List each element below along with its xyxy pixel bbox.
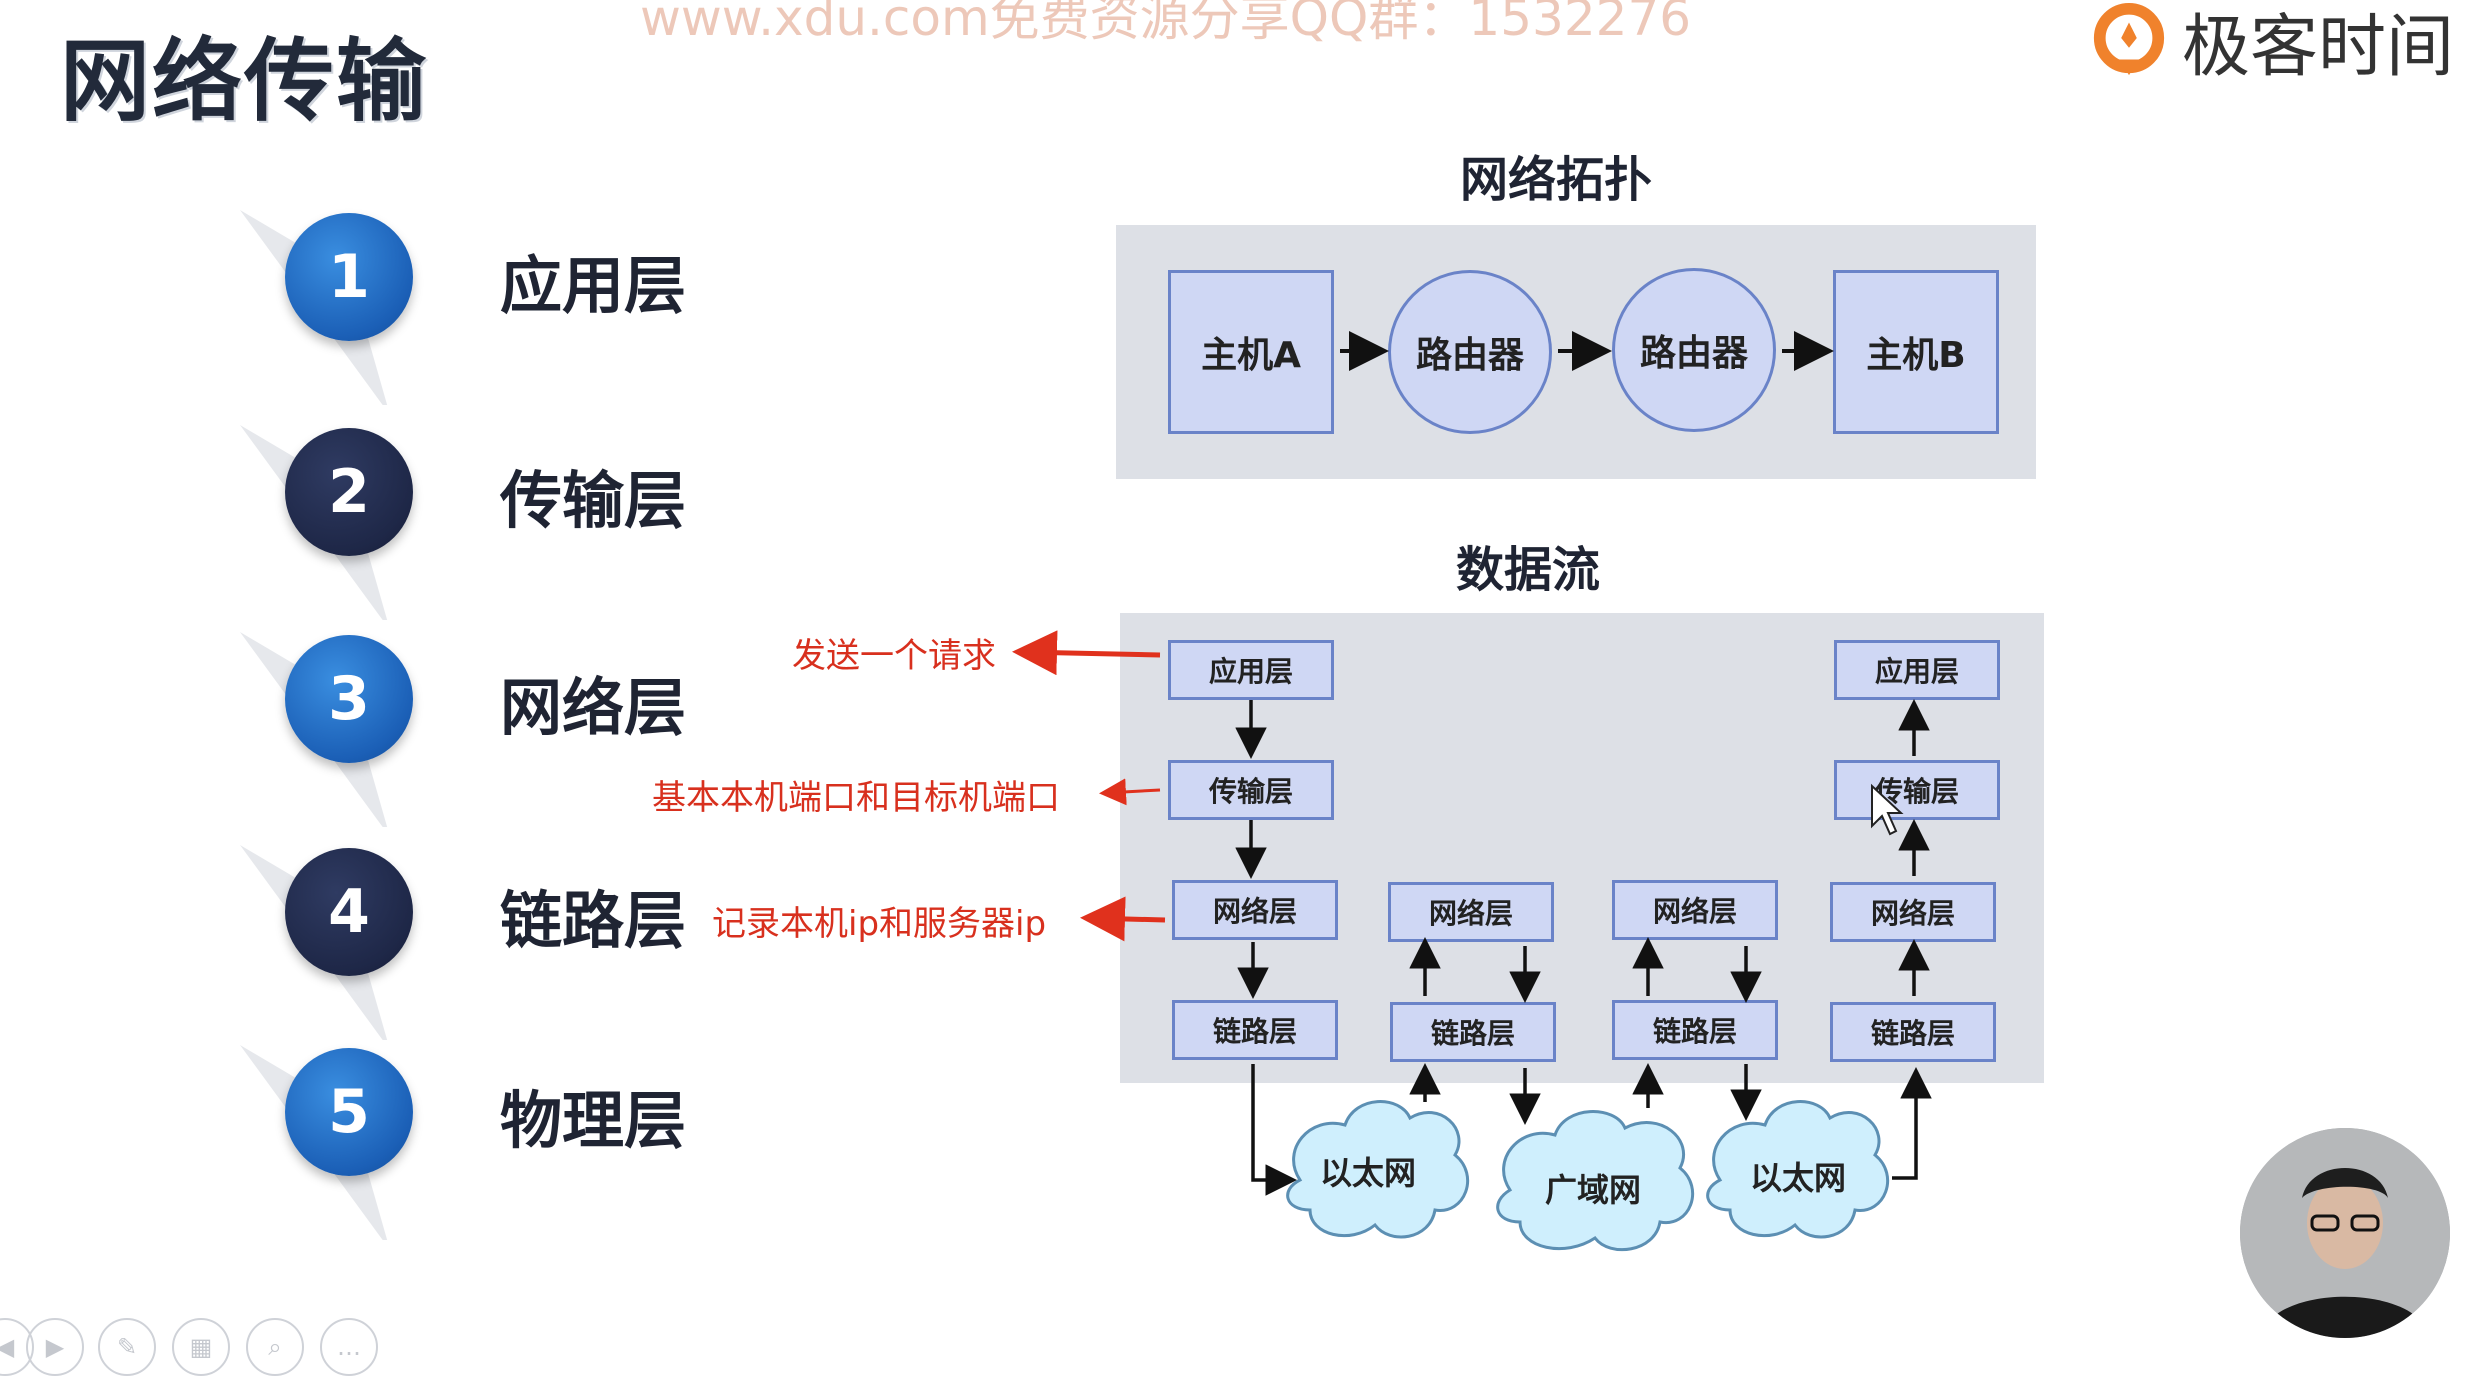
presenter-avatar-icon xyxy=(2240,1128,2450,1338)
wan-cloud-icon xyxy=(1496,1110,1695,1252)
layer-item-3: 3 网络层 xyxy=(230,627,830,827)
layer-number-badge: 2 xyxy=(285,428,413,556)
host-b-network-layer: 网络层 xyxy=(1830,882,1996,942)
layer-number-badge: 4 xyxy=(285,848,413,976)
layer-item-5: 5 物理层 xyxy=(230,1040,830,1240)
host-b-app-layer: 应用层 xyxy=(1834,640,2000,700)
toolbar-play-icon[interactable]: ▶ xyxy=(26,1318,84,1376)
host-a-node: 主机A xyxy=(1168,270,1334,434)
geek-time-logo-icon xyxy=(2093,2,2165,76)
layer-label: 物理层 xyxy=(500,1084,687,1157)
layer-item-2: 2 传输层 xyxy=(230,420,830,620)
layer-item-1: 1 应用层 xyxy=(230,205,830,405)
layer-number-badge: 3 xyxy=(285,635,413,763)
layer-number-badge: 5 xyxy=(285,1048,413,1176)
ethernet-cloud-2-label: 以太网 xyxy=(1750,1159,1847,1197)
router-2-link-layer: 链路层 xyxy=(1612,1000,1778,1060)
layer-label: 网络层 xyxy=(500,671,687,744)
router-1-link-layer: 链路层 xyxy=(1390,1002,1556,1062)
router-node-2: 路由器 xyxy=(1612,268,1776,432)
ethernet-cloud-1-label: 以太网 xyxy=(1320,1154,1417,1192)
layer-item-4: 4 链路层 xyxy=(230,840,830,1040)
host-a-app-layer: 应用层 xyxy=(1168,640,1334,700)
topology-arrows xyxy=(1340,331,1834,371)
layer-label: 链路层 xyxy=(500,884,687,957)
annotation-ports: 基本本机端口和目标机端口 xyxy=(652,778,1060,818)
webcam-overlay xyxy=(2240,1128,2450,1338)
layer-number-badge: 1 xyxy=(285,213,413,341)
host-a-transport-layer: 传输层 xyxy=(1168,760,1334,820)
brand: 极客时间 xyxy=(2090,0,2454,87)
layer-label: 传输层 xyxy=(500,464,687,537)
brand-name: 极客时间 xyxy=(2182,7,2455,87)
host-b-node: 主机B xyxy=(1833,270,1999,434)
dataflow-title: 数据流 xyxy=(1456,542,1601,598)
annotation-send-request: 发送一个请求 xyxy=(792,636,996,676)
watermark: www.xdu.com免费资源分享QQ群：1532276 xyxy=(640,0,1692,47)
host-a-network-layer: 网络层 xyxy=(1172,880,1338,940)
toolbar-zoom-icon[interactable]: ⌕ xyxy=(246,1318,304,1376)
router-1-network-layer: 网络层 xyxy=(1388,882,1554,942)
topology-panel: 主机A 路由器 路由器 主机B xyxy=(1116,225,2036,479)
dataflow-arrows xyxy=(1012,630,1932,1252)
ethernet-cloud-1-icon xyxy=(1286,1100,1470,1239)
host-a-link-layer: 链路层 xyxy=(1172,1000,1338,1060)
router-2-network-layer: 网络层 xyxy=(1612,880,1778,940)
page-title: 网络传输 xyxy=(60,29,428,134)
toolbar-slides-icon[interactable]: ▦ xyxy=(172,1318,230,1376)
toolbar-pen-icon[interactable]: ✎ xyxy=(98,1318,156,1376)
toolbar-more-icon[interactable]: … xyxy=(320,1318,378,1376)
topology-title: 网络拓扑 xyxy=(1460,152,1653,208)
mouse-cursor-icon xyxy=(1871,783,1904,836)
router-node-1: 路由器 xyxy=(1388,270,1552,434)
ethernet-cloud-2-icon xyxy=(1706,1100,1890,1239)
host-b-link-layer: 链路层 xyxy=(1830,1002,1996,1062)
wan-cloud-label: 广域网 xyxy=(1545,1171,1642,1209)
layer-label: 应用层 xyxy=(500,249,687,322)
annotation-ip: 记录本机ip和服务器ip xyxy=(712,904,1047,944)
